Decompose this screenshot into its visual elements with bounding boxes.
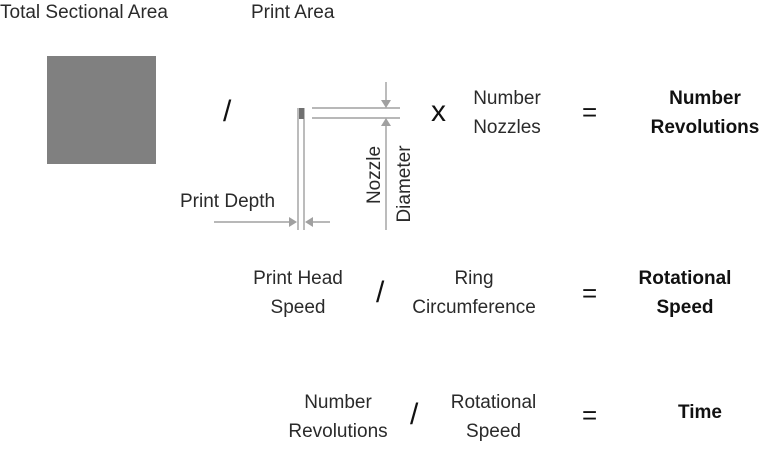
diameter-arrowhead-down [381,100,391,108]
number-revolutions-result-line2: Revolutions [650,117,760,138]
divide-symbol-row2: / [376,276,385,309]
diameter-label: Diameter [394,145,415,223]
depth-arrowhead-left [305,217,313,227]
rotational-speed-line2: Speed [466,421,521,442]
equals-symbol-row3: = [582,400,598,430]
divide-symbol-row3: / [410,398,419,431]
number-nozzles-line1: Number [473,88,541,109]
sectional-area-square [47,56,156,164]
ring-circumference-line1: Ring [454,268,494,289]
equals-symbol-row1: = [582,97,598,127]
number-revolutions-line2: Revolutions [288,421,388,442]
nozzle-label: Nozzle [364,145,385,205]
print-head-speed-line2: Speed [270,297,326,318]
number-revolutions-line1: Number [304,392,372,413]
rotational-speed-line1: Rotational [450,392,537,413]
ring-circumference-line2: Circumference [412,297,536,318]
rotational-speed-result-line1: Rotational [638,268,732,289]
diameter-arrowhead-up [381,118,391,126]
number-revolutions-result-line1: Number [669,88,741,109]
number-nozzles-line2: Nozzles [473,117,541,138]
depth-arrowhead-right [289,217,297,227]
equals-symbol-row2: = [582,278,598,308]
times-symbol: x [431,95,446,128]
nozzle-tip [299,108,304,119]
time-result: Time [677,402,722,423]
divide-symbol-row1: / [223,95,232,128]
rotational-speed-result-line2: Speed [656,297,714,318]
print-depth-label: Print Depth [180,191,276,212]
total-sectional-area-label: Total Sectional Area [0,2,168,23]
print-area-label: Print Area [251,2,335,23]
print-head-speed-line1: Print Head [253,268,343,289]
